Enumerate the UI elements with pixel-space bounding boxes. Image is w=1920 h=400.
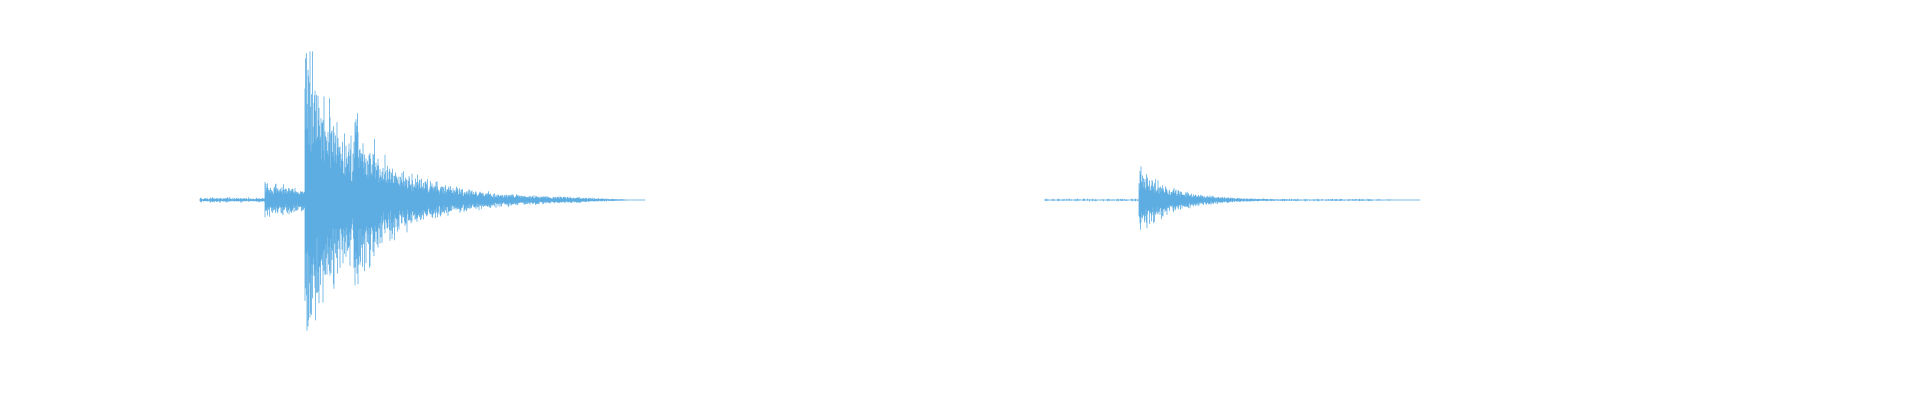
waveform-segment-first-sound xyxy=(199,51,646,331)
waveform-segment-second-sound xyxy=(1044,166,1421,230)
